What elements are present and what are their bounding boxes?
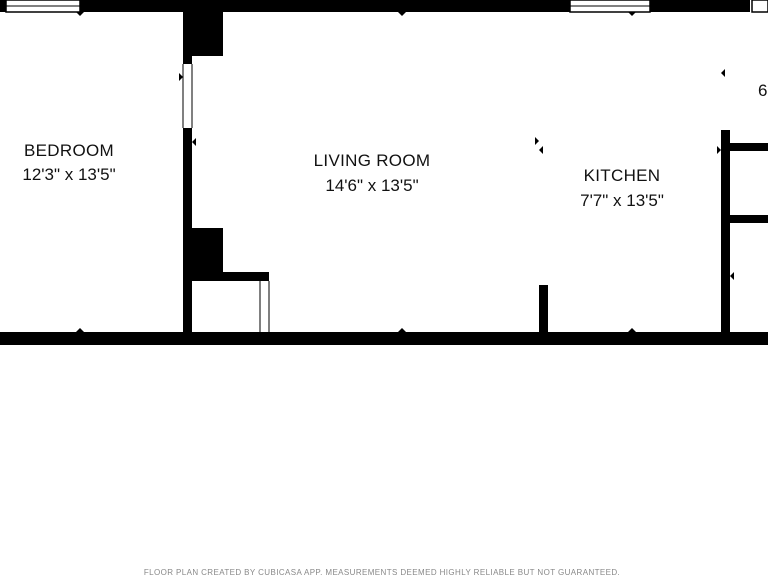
closet-door (259, 281, 270, 332)
marker (730, 272, 734, 280)
bottom-wall (0, 332, 768, 345)
marker (76, 12, 84, 16)
marker (192, 138, 196, 146)
top-wall-left (0, 0, 6, 12)
right-shelf-top (721, 143, 768, 151)
marker (535, 137, 539, 145)
bedroom-dimensions: 12'3" x 13'5" (22, 165, 115, 184)
marker (539, 146, 543, 154)
bedroom-name: BEDROOM (24, 141, 114, 160)
window-far-right (751, 0, 768, 13)
right-shelf-bottom (721, 215, 768, 223)
kitchen-dimensions: 7'7" x 13'5" (580, 191, 664, 210)
marker (179, 73, 183, 81)
marker (398, 328, 406, 332)
marker (717, 146, 721, 154)
marker (628, 12, 636, 16)
right-partition (721, 130, 768, 338)
right-partition-wall (721, 130, 730, 338)
top-wall (0, 0, 768, 13)
measurement-markers (76, 12, 734, 332)
closet-top-wall (183, 272, 269, 281)
marker (398, 12, 406, 16)
marker (628, 328, 636, 332)
top-wall-segment (80, 0, 570, 12)
window-left (5, 0, 81, 13)
window-right (569, 0, 651, 13)
kitchen-stub-wall (539, 285, 548, 335)
footer-disclaimer: FLOOR PLAN CREATED BY CUBICASA APP. MEAS… (144, 568, 620, 576)
bedroom-living-partition (182, 12, 270, 338)
living-room-dimensions: 14'6" x 13'5" (325, 176, 418, 195)
marker (76, 328, 84, 332)
kitchen-name: KITCHEN (584, 166, 661, 185)
top-wall-segment-right (650, 0, 750, 12)
marker (721, 69, 725, 77)
cut-off-room-label: 6 (758, 81, 767, 100)
doorway-opening (182, 64, 193, 128)
living-room-name: LIVING ROOM (314, 151, 431, 170)
chimney-bottom (183, 228, 223, 278)
partition-upper (183, 12, 192, 64)
